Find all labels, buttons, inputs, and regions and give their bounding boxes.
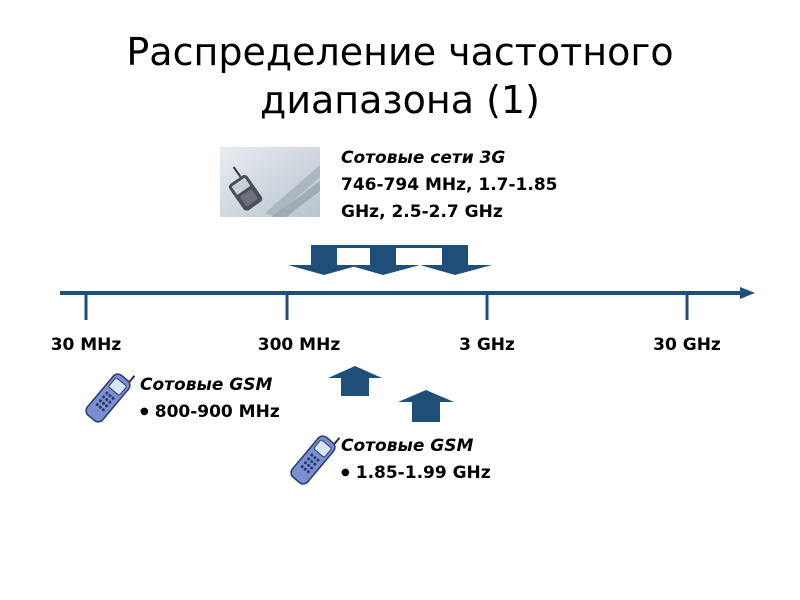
block-gsm-2-bullet: ● 1.85-1.99 GHz bbox=[341, 460, 491, 489]
block-3g-heading: Сотовые сети 3G bbox=[341, 148, 506, 168]
block-gsm-1-bullet-text: 800-900 MHz bbox=[154, 402, 280, 422]
block-gsm-1: Сотовые GSM ● 800-900 MHz bbox=[140, 372, 280, 428]
up-arrow-gsm-1-icon bbox=[328, 366, 382, 396]
block-gsm-2: Сотовые GSM ● 1.85-1.99 GHz bbox=[341, 433, 491, 489]
tick-label-3ghz: 3 GHz bbox=[459, 335, 515, 355]
block-3g: Сотовые сети 3G 746-794 MHz, 1.7-1.85 GH… bbox=[341, 145, 557, 226]
frequency-axis bbox=[60, 287, 755, 320]
slide-title-line-2: диапазона (1) bbox=[260, 78, 540, 122]
down-arrows-3g bbox=[288, 245, 492, 275]
tick-label-30mhz: 30 MHz bbox=[50, 335, 122, 355]
block-3g-line-1: 746-794 MHz, 1.7-1.85 bbox=[341, 175, 558, 195]
down-arrow-icon bbox=[288, 245, 360, 275]
block-3g-line-2: GHz, 2.5-2.7 GHz bbox=[341, 202, 503, 222]
tick-label-30ghz: 30 GHz bbox=[653, 335, 721, 355]
down-arrow-icon bbox=[420, 245, 492, 275]
down-arrow-icon bbox=[348, 245, 420, 275]
bullet-icon: ● bbox=[341, 467, 350, 478]
block-gsm-2-heading: Сотовые GSM bbox=[341, 436, 474, 456]
bullet-icon: ● bbox=[140, 406, 149, 417]
tick-label-300mhz: 300 MHz bbox=[257, 335, 341, 355]
block-gsm-2-bullet-text: 1.85-1.99 GHz bbox=[355, 463, 491, 483]
slide-title: Распределение частотного диапазона (1) bbox=[0, 28, 800, 124]
mobile-phone-icon bbox=[283, 430, 343, 490]
up-arrow-gsm-2-icon bbox=[398, 390, 454, 422]
slide-title-line-1: Распределение частотного bbox=[126, 30, 674, 74]
mobile-phone-photo-icon bbox=[220, 147, 320, 217]
mobile-phone-icon bbox=[78, 368, 138, 428]
block-gsm-1-bullet: ● 800-900 MHz bbox=[140, 399, 280, 428]
axis-arrowhead-icon bbox=[740, 287, 755, 299]
block-gsm-1-heading: Сотовые GSM bbox=[140, 375, 273, 395]
